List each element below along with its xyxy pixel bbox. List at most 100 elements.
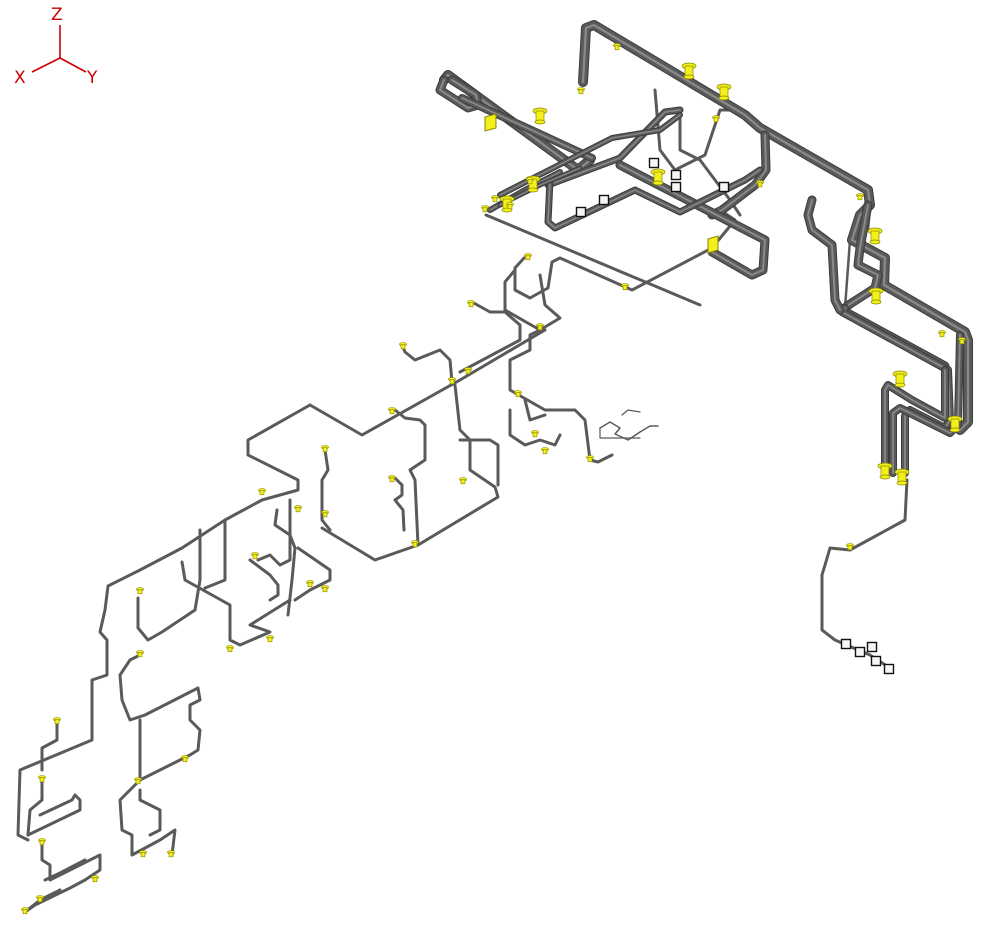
main-pipe-run-4[interactable] (578, 20, 973, 435)
valve-fitting-icon[interactable] (526, 177, 534, 185)
pipe-support-marker-icon[interactable] (575, 206, 587, 218)
valve-fitting-icon[interactable] (536, 323, 544, 331)
valve-fitting-icon[interactable] (868, 287, 884, 305)
pipe-segment-33[interactable] (43, 858, 87, 882)
pipe-segment-20[interactable] (273, 508, 297, 617)
valve-fitting-icon[interactable] (226, 645, 234, 653)
valve-fitting-icon[interactable] (877, 462, 893, 480)
valve-fitting-icon[interactable] (38, 775, 46, 783)
valve-fitting-icon[interactable] (266, 635, 274, 643)
valve-fitting-icon[interactable] (621, 283, 629, 291)
pipe-segment-36[interactable] (599, 421, 659, 441)
valve-fitting-icon[interactable] (541, 447, 549, 455)
valve-fitting-icon[interactable] (958, 337, 966, 345)
pipe-segment-30[interactable] (26, 793, 82, 837)
valve-fitting-icon[interactable] (294, 505, 302, 513)
valve-fitting-icon[interactable] (531, 430, 539, 438)
main-pipe-run-9[interactable] (889, 331, 964, 477)
flange-plate-icon[interactable] (707, 235, 719, 254)
valve-fitting-icon[interactable] (306, 580, 314, 588)
pipe-segment-21[interactable] (293, 546, 332, 602)
pipe-support-marker-icon[interactable] (866, 641, 878, 653)
pipe-segment-27[interactable] (118, 718, 177, 857)
valve-fitting-icon[interactable] (650, 168, 666, 186)
valve-fitting-icon[interactable] (167, 850, 175, 858)
valve-fitting-icon[interactable] (134, 777, 142, 785)
main-pipe-run-8[interactable] (803, 195, 845, 315)
valve-fitting-icon[interactable] (856, 193, 864, 201)
valve-fitting-icon[interactable] (388, 475, 396, 483)
valve-fitting-icon[interactable] (577, 87, 585, 95)
valve-fitting-icon[interactable] (139, 850, 147, 858)
pipe-segment-18[interactable] (393, 476, 406, 532)
pipe-segment-25[interactable] (203, 518, 227, 590)
valve-fitting-icon[interactable] (399, 342, 407, 350)
valve-fitting-icon[interactable] (448, 377, 456, 385)
main-pipe-run-10[interactable] (881, 366, 949, 479)
pipe-segment-1[interactable] (484, 213, 702, 307)
valve-fitting-icon[interactable] (258, 488, 266, 496)
pipe-support-marker-icon[interactable] (670, 169, 682, 181)
valve-fitting-icon[interactable] (321, 445, 329, 453)
pipe-segment-14[interactable] (458, 438, 500, 487)
pipe-segment-7[interactable] (458, 300, 522, 374)
pipe-support-marker-icon[interactable] (840, 638, 852, 650)
main-pipe-run-12[interactable] (615, 160, 770, 280)
main-pipe-run-13[interactable] (544, 166, 764, 232)
valve-fitting-icon[interactable] (388, 407, 396, 415)
valve-fitting-icon[interactable] (506, 202, 514, 210)
pipe-segment-13[interactable] (416, 383, 500, 547)
pipe-support-marker-icon[interactable] (718, 181, 730, 193)
valve-fitting-icon[interactable] (251, 552, 259, 560)
valve-fitting-icon[interactable] (411, 540, 419, 548)
pipe-segment-38[interactable] (621, 409, 641, 416)
main-pipe-run-14[interactable] (497, 112, 683, 198)
pipe-support-marker-icon[interactable] (670, 181, 682, 193)
valve-fitting-icon[interactable] (481, 205, 489, 213)
flange-plate-icon[interactable] (484, 113, 497, 132)
pipe-segment-12[interactable] (320, 408, 427, 562)
pipe-segment-24[interactable] (136, 528, 202, 642)
valve-fitting-icon[interactable] (321, 585, 329, 593)
pipe-segment-6[interactable] (508, 328, 614, 464)
pipe-segment-28[interactable] (138, 788, 162, 837)
pipe-support-marker-icon[interactable] (883, 663, 895, 675)
valve-fitting-icon[interactable] (53, 717, 61, 725)
valve-fitting-icon[interactable] (491, 195, 499, 203)
valve-fitting-icon[interactable] (91, 875, 99, 883)
pipe-segment-23[interactable] (180, 560, 292, 647)
valve-fitting-icon[interactable] (38, 838, 46, 846)
pipe-segment-19[interactable] (256, 498, 292, 567)
valve-fitting-icon[interactable] (892, 370, 908, 388)
valve-fitting-icon[interactable] (613, 43, 621, 51)
valve-fitting-icon[interactable] (136, 587, 144, 595)
pipe-segment-11[interactable] (16, 498, 264, 842)
pipe-segment-31[interactable] (40, 720, 59, 772)
valve-fitting-icon[interactable] (21, 907, 29, 915)
valve-fitting-icon[interactable] (716, 83, 732, 101)
valve-fitting-icon[interactable] (524, 253, 532, 261)
pipe-segment-22[interactable] (248, 558, 280, 602)
valve-fitting-icon[interactable] (467, 300, 475, 308)
valve-fitting-icon[interactable] (321, 510, 329, 518)
valve-fitting-icon[interactable] (36, 895, 44, 903)
valve-fitting-icon[interactable] (464, 367, 472, 375)
pipe-segment-15[interactable] (508, 408, 562, 447)
valve-fitting-icon[interactable] (586, 455, 594, 463)
pipe-segment-37[interactable] (599, 427, 641, 439)
pipe-segment-17[interactable] (320, 448, 332, 532)
pipe-segment-2[interactable] (513, 208, 737, 300)
valve-fitting-icon[interactable] (712, 115, 720, 123)
valve-fitting-icon[interactable] (136, 650, 144, 658)
valve-fitting-icon[interactable] (756, 180, 764, 188)
pipe-support-marker-icon[interactable] (870, 655, 882, 667)
pipe-support-marker-icon[interactable] (648, 157, 660, 169)
pipe-segment-32[interactable] (26, 778, 44, 837)
pipe-support-marker-icon[interactable] (598, 194, 610, 206)
pipe-support-marker-icon[interactable] (854, 646, 866, 658)
pipe-segment-26[interactable] (118, 653, 202, 782)
valve-fitting-icon[interactable] (532, 107, 548, 125)
valve-fitting-icon[interactable] (947, 415, 963, 433)
